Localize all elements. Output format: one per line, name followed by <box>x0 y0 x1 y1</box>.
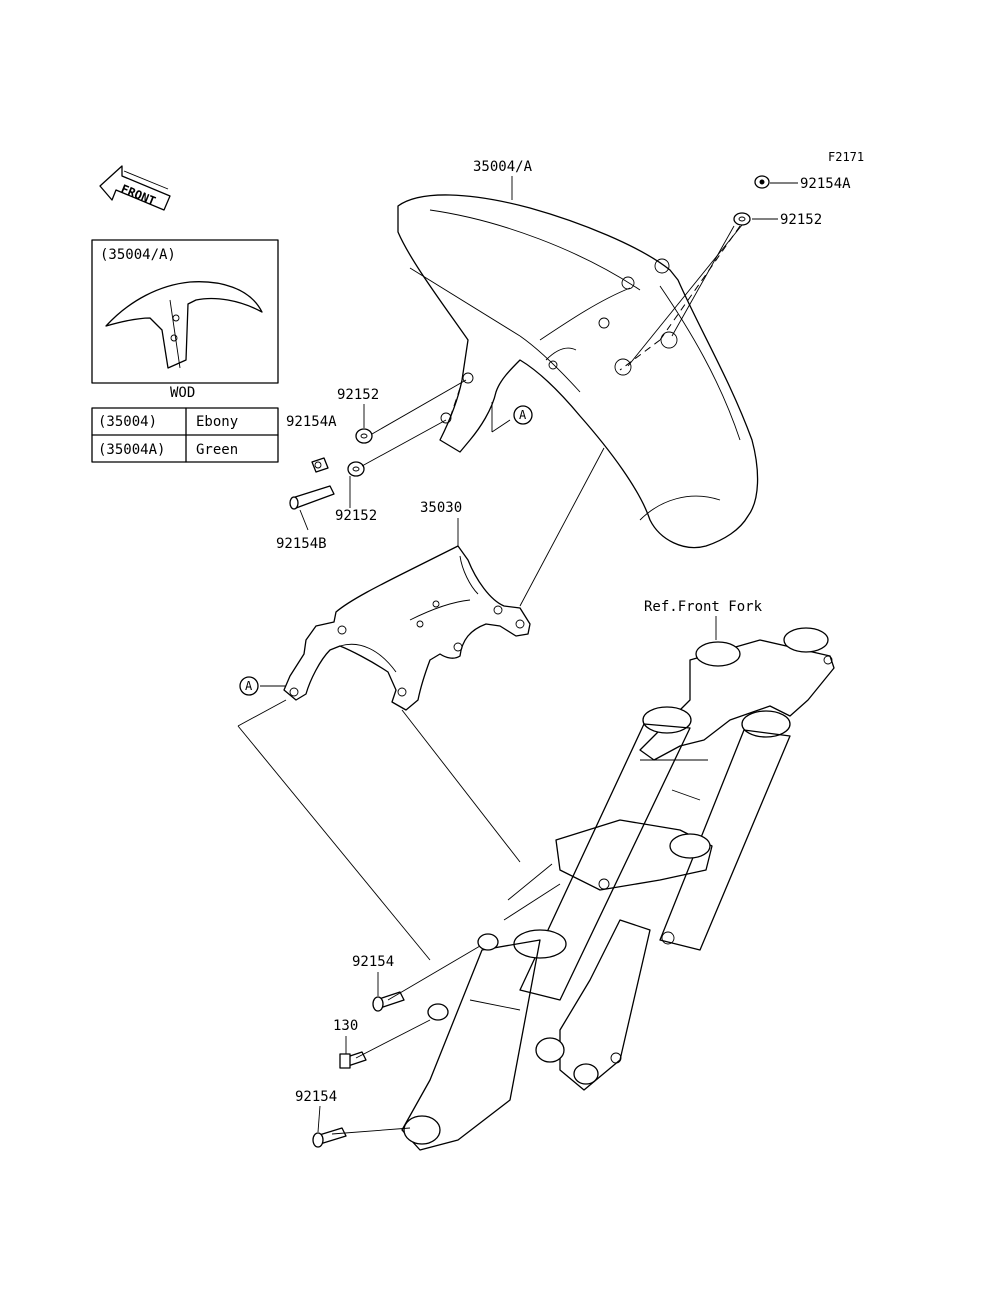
callout-ref-front-fork: Ref.Front Fork <box>644 599 763 615</box>
callout-bolt-130: 130 <box>333 1018 358 1034</box>
inset-caption: WOD <box>170 385 195 401</box>
bolt-fork-lower <box>312 1127 347 1148</box>
bolt-top <box>754 175 770 189</box>
callout-washer-left-upper: 92152 <box>337 387 379 403</box>
dashed-lines <box>449 225 741 419</box>
callout-fender-bracket: 35030 <box>420 500 462 516</box>
figure-code: F2171 <box>828 150 864 164</box>
callout-bolt-fork-upper: 92154 <box>352 954 394 970</box>
callout-washer-left-lower: 92152 <box>335 508 377 524</box>
ref-mark-a-lower: A <box>239 676 259 696</box>
inset-box: (35004/A) WOD <box>91 239 279 401</box>
inset-title: (35004/A) <box>100 247 176 263</box>
front-direction-arrow: FRONT <box>99 165 171 211</box>
front-fork <box>401 627 835 1151</box>
color-table-part-2: (35004A) <box>98 442 165 458</box>
ref-mark-a-lower-label: A <box>245 679 253 693</box>
ref-mark-a-upper: A <box>513 405 533 425</box>
callout-bolt-top: 92154A <box>800 176 851 192</box>
bolt-fork-upper <box>372 991 405 1012</box>
callout-bolt-long: 92154B <box>276 536 327 552</box>
washer-top <box>733 212 751 226</box>
bolt-left <box>311 457 329 473</box>
callout-front-fender: 35004/A <box>473 159 533 175</box>
color-table-color-2: Green <box>196 442 238 458</box>
washer-left-upper <box>355 428 373 444</box>
washer-left-lower <box>347 461 365 477</box>
color-table: (35004) Ebony (35004A) Green <box>91 407 279 463</box>
front-fender <box>397 194 759 549</box>
color-table-color-1: Ebony <box>196 414 238 430</box>
fender-bracket <box>283 545 531 711</box>
bolt-long <box>289 485 335 510</box>
callout-bolt-fork-lower: 92154 <box>295 1089 337 1105</box>
front-arrow-label: FRONT <box>119 182 158 209</box>
callout-bolt-left: 92154A <box>286 414 337 430</box>
color-table-part-1: (35004) <box>98 414 157 430</box>
leader-lines <box>237 176 798 1135</box>
ref-mark-a-upper-label: A <box>519 408 527 422</box>
callout-washer-top: 92152 <box>780 212 822 228</box>
